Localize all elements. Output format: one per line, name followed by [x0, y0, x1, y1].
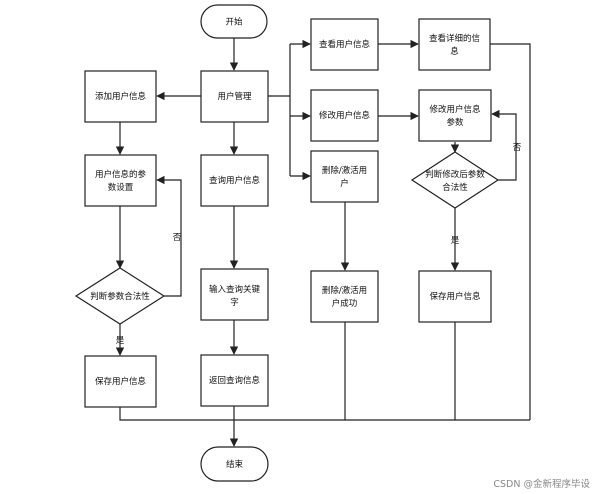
edge-label-yes-left: 是: [116, 336, 125, 346]
edge-detail-to-right-bus: [490, 43, 531, 420]
node-view-detail-line2: 息: [450, 46, 459, 57]
edge-label-yes-right: 是: [451, 236, 460, 246]
edges: [115, 38, 531, 447]
node-input-keyword-line1: 输入查询关键: [209, 284, 261, 295]
edge-label-no-left: 否: [173, 233, 182, 243]
node-view-user: 查看用户信息: [310, 18, 379, 71]
node-delete-success-line1: 删除/激活用: [322, 285, 367, 296]
node-save-user-right-label: 保存用户信息: [429, 291, 481, 302]
node-modify-user-label: 修改用户信息: [319, 110, 371, 121]
node-check-params: 判断参数合法性: [74, 267, 166, 325]
node-return-query-label: 返回查询信息: [209, 375, 261, 386]
node-modify-params: 修改用户信息 参数: [418, 89, 492, 142]
node-param-setup-line2: 数设置: [108, 182, 134, 193]
node-check-modified-line2: 合法性: [442, 182, 468, 193]
watermark: CSDN @金新程序毕设: [493, 478, 590, 490]
node-delete-success: 删除/激活用 户成功: [310, 270, 379, 323]
node-param-setup: 用户信息的参 数设置: [84, 154, 157, 207]
node-view-user-label: 查看用户信息: [319, 39, 371, 50]
node-save-user-right: 保存用户信息: [418, 270, 492, 323]
edge-label-no-right: 否: [513, 143, 522, 153]
node-query-user: 查询用户信息: [200, 154, 269, 207]
edge-save-left-to-bus: [119, 407, 234, 421]
node-save-user-left: 保存用户信息: [84, 355, 157, 408]
node-modify-params-line2: 参数: [446, 117, 464, 128]
node-user-mgmt: 用户管理: [200, 70, 269, 123]
node-delete-activate: 删除/激活用 户: [310, 150, 379, 203]
node-delete-activate-line2: 户: [340, 178, 349, 189]
node-return-query: 返回查询信息: [200, 354, 269, 407]
node-view-detail-line1: 查看详细的信: [429, 33, 481, 44]
edge-check-no-loop: [156, 175, 182, 297]
node-start-label: 开始: [225, 17, 243, 28]
node-input-keyword-line2: 字: [230, 297, 239, 308]
edge-check-modified-no-loop: [491, 109, 517, 181]
node-modify-params-line1: 修改用户信息: [429, 104, 481, 115]
node-check-modified: 判断修改后参数 合法性: [410, 151, 500, 209]
node-user-mgmt-label: 用户管理: [217, 91, 252, 102]
node-check-params-label: 判断参数合法性: [90, 291, 150, 302]
node-query-user-label: 查询用户信息: [209, 175, 261, 186]
node-add-user-label: 添加用户信息: [95, 91, 147, 102]
node-delete-activate-line1: 删除/激活用: [322, 165, 367, 176]
node-end: 结束: [200, 446, 269, 482]
node-end-label: 结束: [226, 459, 244, 470]
node-start: 开始: [200, 4, 268, 39]
node-delete-success-line2: 户成功: [332, 298, 358, 309]
node-view-detail: 查看详细的信 息: [418, 18, 491, 71]
node-modify-user: 修改用户信息: [310, 89, 379, 142]
node-param-setup-line1: 用户信息的参: [95, 169, 147, 180]
node-save-user-left-label: 保存用户信息: [95, 376, 147, 387]
node-add-user: 添加用户信息: [84, 70, 157, 123]
node-input-keyword: 输入查询关键 字: [200, 268, 269, 321]
node-check-modified-line1: 判断修改后参数: [425, 169, 485, 180]
